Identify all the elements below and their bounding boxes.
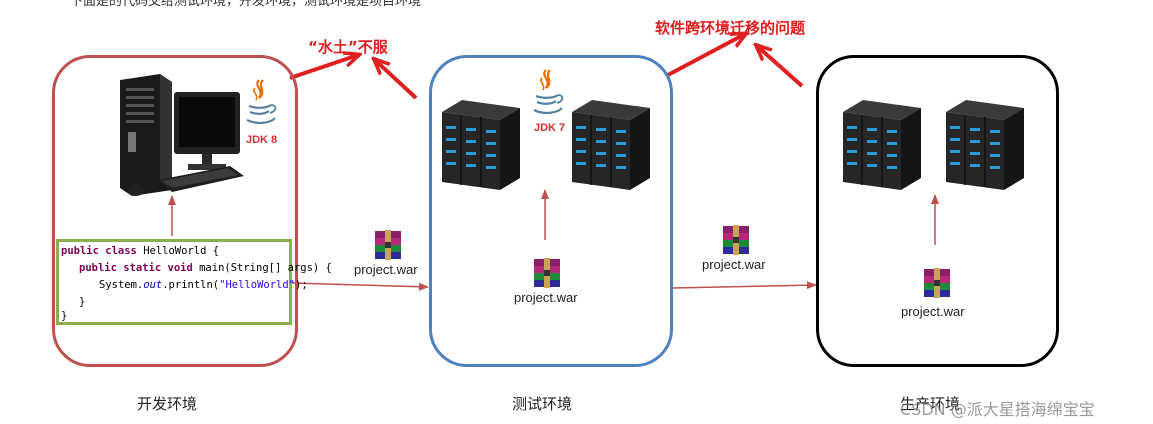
dev-environment-label: 开发环境 [137, 395, 198, 413]
test-environment-label: 测试环境 [512, 395, 573, 413]
war-archive-icon [723, 225, 749, 255]
arrow-test-to-prod [671, 281, 817, 290]
java-logo-icon [246, 79, 277, 124]
prod-environment-box [816, 55, 1059, 367]
arrow-code-to-test [291, 282, 429, 291]
war-archive-icon [375, 230, 401, 260]
war-archive-icon [534, 258, 560, 288]
server-rack-icon [572, 100, 651, 191]
red-arrow-prod-to-right-title [757, 46, 804, 88]
prod-environment-label: 生产环境 [900, 395, 961, 413]
red-arrow-test-to-right-title [665, 34, 745, 78]
war-archive-icon [924, 268, 950, 298]
desktop-computer-icon [120, 74, 244, 196]
test-environment-box [429, 55, 673, 367]
war-label: project.war [901, 304, 965, 319]
java-logo-icon [533, 69, 564, 114]
helloworld-code-snippet: public class HelloWorld { public static … [56, 239, 332, 325]
server-rack-icon [946, 100, 1025, 191]
jdk8-label: JDK 8 [246, 134, 278, 146]
jdk7-label: JDK 7 [534, 122, 566, 134]
dev-environment-box [52, 55, 298, 367]
red-arrow-dev-to-title [289, 55, 358, 80]
server-rack-icon [843, 100, 922, 191]
war-label: project.war [702, 257, 766, 272]
red-arrow-test-to-left-title [375, 60, 418, 100]
server-rack-icon [442, 100, 521, 191]
annotation-migration-problem: 软件跨环境迁移的问题 [655, 19, 806, 37]
csdn-watermark: CSDN @派大星搭海绵宝宝 [900, 400, 1095, 419]
top-partial-text: 下面是的代码交给测试环境，开发环境，测试环境是项目环境 [70, 0, 422, 9]
war-label: project.war [354, 262, 418, 277]
war-label: project.war [514, 290, 578, 305]
annotation-water-soil: “水土”不服 [308, 38, 388, 56]
